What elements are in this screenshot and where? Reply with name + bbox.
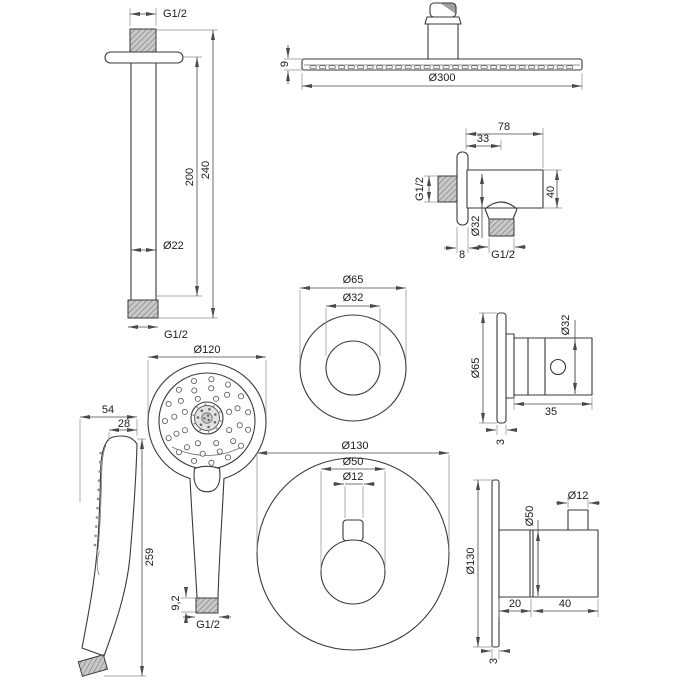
wall-elbow-drawing: 78 33 G1/2 Ø32 40 8 G1/2 <box>414 121 562 261</box>
mixer-plate-side <box>491 479 500 648</box>
valve-step <box>505 333 515 399</box>
mixer-pin-front <box>342 519 364 542</box>
dim-label-hand-259: 259 <box>144 548 156 566</box>
elbow-outlet-thread <box>488 218 515 237</box>
mixer-pin-side <box>567 509 589 531</box>
dim-label-elbow-outlet: G1/2 <box>491 249 515 261</box>
hand-shower-side-thread <box>77 654 109 677</box>
ceiling-arm-flange <box>104 51 184 64</box>
ball-joint-shade <box>440 3 456 14</box>
ceiling-arm-drawing: G1/2 200 240 Ø22 G1/2 <box>104 8 218 341</box>
dim-label-rosette-32: Ø32 <box>343 292 364 304</box>
rain-head-nozzles <box>309 65 574 70</box>
dim-label-rosette-65: Ø65 <box>343 274 364 286</box>
hand-shower-mode-button <box>193 465 221 493</box>
head-stem <box>427 23 459 61</box>
dim-label-mixer-12: Ø12 <box>343 471 364 483</box>
hand-shower-thread <box>195 597 219 614</box>
rosette-front-drawing: Ø65 Ø32 <box>299 274 407 422</box>
hand-shower-center-cap <box>201 412 213 424</box>
elbow-inlet-thread <box>437 175 458 203</box>
dim-label-mixs-130: Ø130 <box>465 548 477 575</box>
valve-hole <box>549 358 567 376</box>
elbow-outlet-dome <box>484 201 518 210</box>
dim-label-head-9: 9 <box>279 61 291 67</box>
dim-label-elbow-dia32: Ø32 <box>470 216 482 237</box>
dim-label-valve-35: 35 <box>545 406 557 418</box>
dim-label-arm-240: 240 <box>200 161 212 179</box>
hand-shower-button-texture <box>192 403 222 433</box>
dim-label-mixs-20: 20 <box>509 598 521 610</box>
valve-plate <box>496 312 507 424</box>
stem-collar <box>424 16 462 25</box>
dim-label-elbow-33: 33 <box>477 133 489 145</box>
dim-label-elbow-inlet: G1/2 <box>414 177 426 201</box>
mixer-side-drawing: Ø12 Ø50 Ø130 20 40 3 <box>465 479 600 664</box>
hand-shower-side-nozzles <box>93 451 102 547</box>
mixer-handle-circle <box>320 539 386 605</box>
dim-label-mixer-130: Ø130 <box>342 440 369 452</box>
dim-label-mixs-12: Ø12 <box>568 490 589 502</box>
dim-label-mixs-3: 3 <box>488 658 500 664</box>
rain-head-drawing: 9 Ø300 <box>279 2 583 90</box>
dim-label-arm-200: 200 <box>184 168 196 186</box>
dim-label-elbow-40: 40 <box>545 186 557 198</box>
dim-label-hand-thread: G1/2 <box>196 619 220 631</box>
hand-shower-side-drawing: 54 28 259 <box>77 404 156 677</box>
dim-label-arm-thread-top: G1/2 <box>163 8 187 20</box>
elbow-body <box>466 169 544 209</box>
hand-shower-handle-fill <box>190 475 224 598</box>
hand-shower-center-button-outer <box>190 401 224 435</box>
elbow-wall-plate <box>456 151 469 226</box>
valve-body <box>513 337 593 396</box>
dim-label-valve-32: Ø32 <box>560 315 572 336</box>
dim-label-head-300: Ø300 <box>429 72 456 84</box>
dim-label-mixer-50: Ø50 <box>343 456 364 468</box>
ceiling-arm-bottom-thread <box>127 299 159 319</box>
dim-label-hand-28: 28 <box>118 418 130 430</box>
hand-shower-side-body <box>81 435 138 657</box>
rosette-inner-circle <box>325 340 381 396</box>
ceiling-arm-tube <box>130 62 157 301</box>
hand-shower-front-drawing: Ø120 9,2 G1/2 <box>147 344 267 631</box>
dim-label-arm-thread-bottom: G1/2 <box>164 329 188 341</box>
dim-label-valve-65: Ø65 <box>470 358 482 379</box>
mixer-front-drawing: Ø130 Ø50 Ø12 <box>256 440 450 651</box>
dim-label-mixs-50: Ø50 <box>524 506 536 527</box>
dim-label-hand-92: 9,2 <box>170 595 182 610</box>
mixer-body-side <box>498 529 599 598</box>
dim-label-hand-120: Ø120 <box>194 344 221 356</box>
ceiling-arm-top-thread <box>129 28 157 54</box>
dim-label-arm-dia22: Ø22 <box>163 240 184 252</box>
dim-label-elbow-78: 78 <box>498 121 510 133</box>
dim-label-elbow-8: 8 <box>459 249 465 261</box>
dim-label-hand-54: 54 <box>102 404 114 416</box>
hand-shower-nozzles <box>161 376 252 466</box>
dim-label-valve-3: 3 <box>495 439 507 445</box>
dim-label-mixs-40: 40 <box>559 598 571 610</box>
rosette-side-drawing: Ø65 Ø32 35 3 <box>470 312 593 445</box>
